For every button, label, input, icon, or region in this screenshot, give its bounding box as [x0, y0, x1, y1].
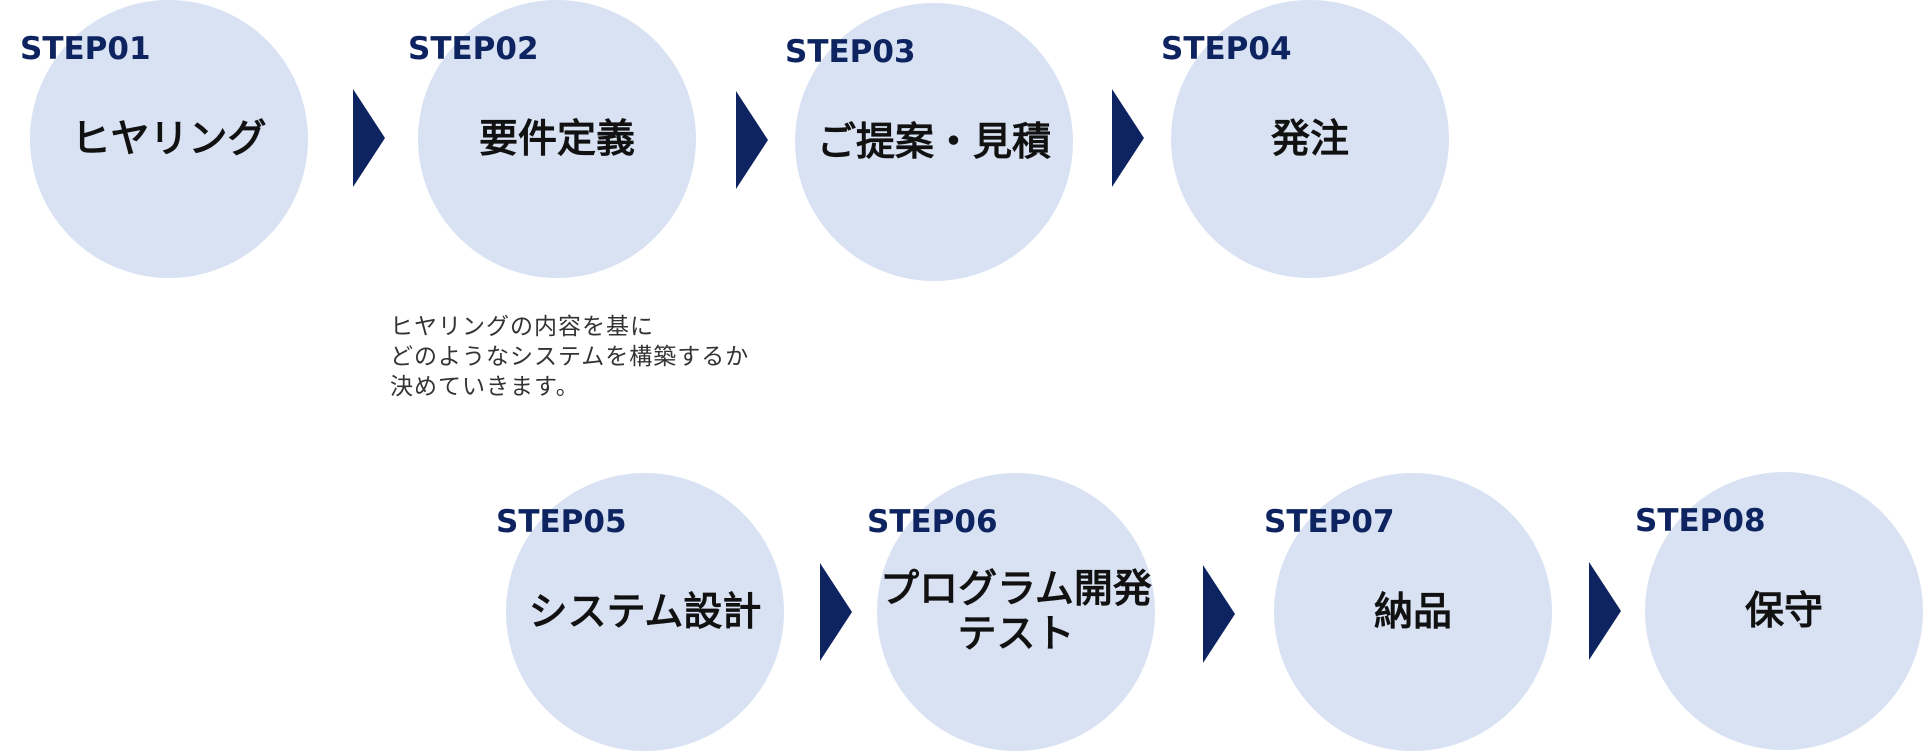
step-06-circle: [877, 473, 1155, 751]
step-04-circle: [1171, 0, 1449, 278]
arrow-06-07: [1203, 565, 1235, 663]
step-03-title: ご提案・見積: [816, 119, 1051, 165]
step-04-title: 発注: [1270, 116, 1349, 162]
step-07: STEP07 納品: [1264, 473, 1552, 751]
step-02: STEP02 要件定義: [408, 0, 696, 278]
step-07-circle: [1274, 473, 1552, 751]
step-05-circle: [506, 473, 784, 751]
step-08-circle: [1645, 472, 1923, 750]
step-03: STEP03 ご提案・見積: [785, 3, 1073, 281]
step-08: STEP08 保守: [1635, 472, 1923, 750]
arrow-03-04: [1112, 89, 1144, 187]
step-06: STEP06 プログラム開発 テスト: [867, 473, 1155, 751]
step-01: STEP01 ヒヤリング: [20, 0, 308, 278]
description-line: どのようなシステムを構築するか: [390, 344, 750, 370]
step-01-circle: [30, 0, 308, 278]
arrow-01-02: [353, 89, 385, 187]
step-03-label: STEP03: [785, 34, 916, 70]
step-03-circle: [795, 3, 1073, 281]
step-06-title: プログラム開発 テスト: [880, 567, 1152, 657]
step-01-title: ヒヤリング: [71, 116, 267, 162]
description-line: 決めていきます。: [390, 374, 580, 400]
step-07-label: STEP07: [1264, 504, 1395, 540]
step-02-title: 要件定義: [478, 116, 635, 162]
step-05: STEP05 システム設計: [496, 473, 784, 751]
step-06-label: STEP06: [867, 504, 998, 540]
arrow-07-08: [1589, 562, 1621, 660]
step-02-description: ヒヤリングの内容を基に どのようなシステムを構築するか 決めていきます。: [390, 312, 810, 402]
description-line: ヒヤリングの内容を基に: [390, 314, 654, 340]
arrow-05-06: [820, 563, 852, 661]
step-07-title: 納品: [1373, 589, 1452, 635]
step-08-label: STEP08: [1635, 503, 1766, 539]
step-05-title: システム設計: [528, 589, 762, 635]
step-02-label: STEP02: [408, 31, 539, 67]
arrow-02-03: [736, 91, 768, 189]
step-04: STEP04 発注: [1161, 0, 1449, 278]
step-01-label: STEP01: [20, 31, 151, 67]
step-04-label: STEP04: [1161, 31, 1292, 67]
step-02-circle: [418, 0, 696, 278]
step-05-label: STEP05: [496, 504, 627, 540]
step-08-title: 保守: [1744, 588, 1823, 634]
